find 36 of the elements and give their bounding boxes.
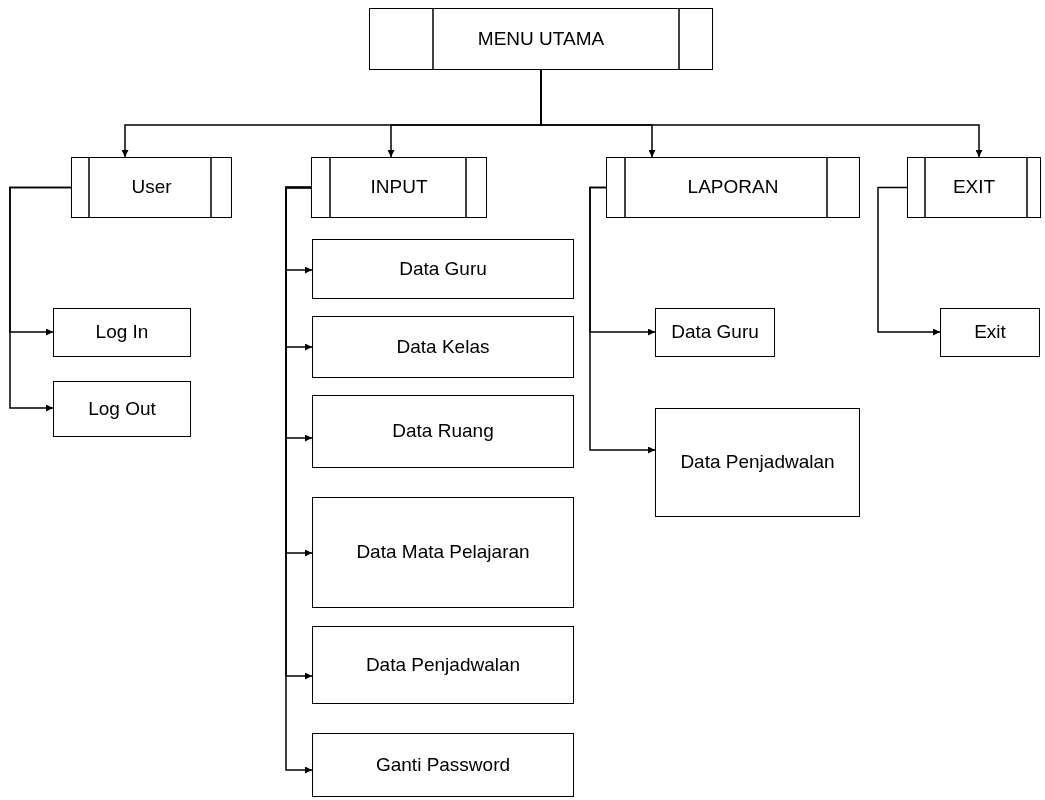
node-label: Data Mata Pelajaran: [355, 540, 531, 565]
node-label: Data Kelas: [395, 334, 491, 359]
arrow: [589, 186, 656, 454]
arrow: [285, 186, 313, 774]
node-label: Log Out: [87, 396, 157, 421]
process-box: [312, 316, 574, 378]
node-label: Data Ruang: [391, 419, 495, 444]
process-box: [655, 408, 860, 517]
predefined-process-box: [907, 157, 1041, 218]
predefined-process-box: [311, 157, 487, 218]
process-box: [312, 239, 574, 299]
node-label: INPUT: [369, 175, 429, 200]
predefined-process-box: [606, 157, 860, 218]
process-box: [312, 733, 574, 797]
node-label: EXIT: [951, 175, 997, 200]
process-box: [655, 308, 775, 357]
process-box: [53, 308, 191, 357]
node-label: User: [130, 175, 173, 200]
node-label: LAPORAN: [686, 175, 780, 200]
arrow: [877, 186, 941, 336]
node-label: Data Guru: [670, 320, 760, 345]
process-box: [312, 497, 574, 608]
node-label: Log In: [94, 320, 150, 345]
predefined-process-box: [369, 8, 713, 70]
arrow: [9, 186, 72, 412]
process-box: [53, 381, 191, 437]
node-label: Ganti Password: [374, 752, 512, 777]
process-box: [312, 626, 574, 704]
node-label: Data Guru: [398, 256, 488, 281]
process-box: [940, 308, 1040, 357]
node-label: Data Penjadwalan: [364, 652, 522, 677]
predefined-process-box: [71, 157, 232, 218]
node-label: MENU UTAMA: [476, 26, 606, 51]
process-box: [312, 395, 574, 468]
node-label: Data Penjadwalan: [679, 450, 836, 475]
node-label: Exit: [973, 320, 1007, 345]
